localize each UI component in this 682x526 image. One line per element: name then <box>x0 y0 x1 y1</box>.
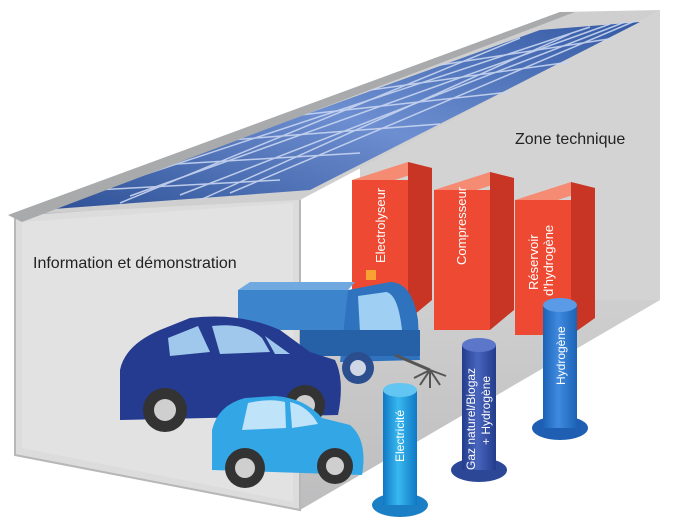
info-zone-label: Information et démonstration <box>33 255 237 272</box>
solar-roof <box>8 10 660 222</box>
reservoir-cabinet <box>515 182 595 335</box>
gas-pillar <box>451 338 507 482</box>
reservoir-label-line2: d'hydrogène <box>541 225 556 296</box>
dark-blue-car <box>120 316 341 432</box>
technical-zone-label: Zone technique <box>515 131 625 148</box>
hydrogen-pillar <box>532 298 588 440</box>
light-blue-car <box>212 396 364 488</box>
compressor-label: Compresseur <box>454 186 469 265</box>
gas-label-line1: Gaz naturel/Biogaz <box>464 368 478 470</box>
electrolyser-label: Electrolyseur <box>373 187 388 263</box>
indicator-light <box>366 270 376 280</box>
compressor-cabinet <box>434 172 514 330</box>
reservoir-label-line1: Réservoir <box>526 234 541 290</box>
street-sweeper <box>238 282 447 388</box>
electricity-label: Electricité <box>393 410 407 462</box>
electricity-pillar <box>372 383 428 517</box>
hydrogen-label: Hydrogène <box>554 326 568 385</box>
gas-label-line2: + Hydrogène <box>479 376 493 445</box>
